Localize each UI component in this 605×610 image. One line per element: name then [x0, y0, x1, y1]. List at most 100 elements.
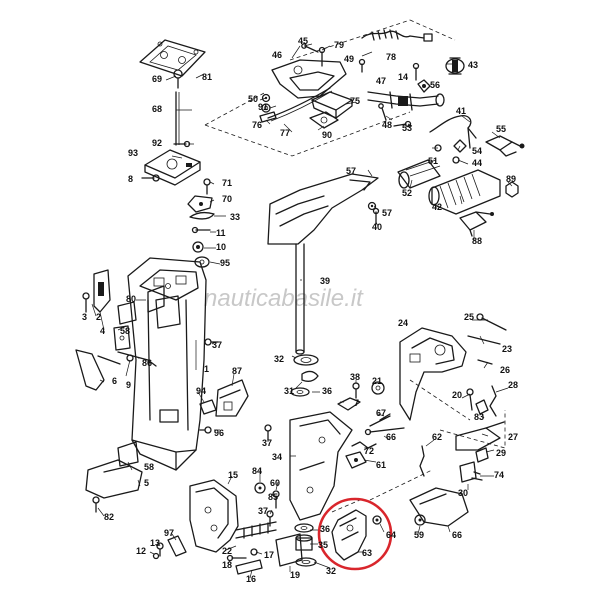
callout-23: 23: [502, 344, 512, 354]
callout-25: 25: [464, 312, 474, 322]
callout-39: 39: [320, 276, 330, 286]
part-49-screw: [358, 58, 366, 73]
watermark-text: nauticabasile.it: [204, 285, 364, 312]
callout-43: 43: [468, 60, 478, 70]
callout-89: 89: [506, 174, 516, 184]
callout-34: 34: [272, 452, 282, 462]
callout-83: 83: [474, 412, 484, 422]
part-30-clip: [459, 461, 477, 483]
part-88-kill-switch: [459, 211, 494, 237]
part-57b-screw: [367, 201, 377, 211]
part-69-screw: [173, 69, 183, 89]
part-81-cover-plate: [139, 39, 206, 77]
part-41-throttle-cable: [429, 115, 477, 149]
part-23-spring-rod: [467, 335, 501, 345]
callout-52: 52: [402, 188, 412, 198]
part-83-clip: [475, 399, 489, 415]
part-27-lever: [455, 421, 505, 451]
callout-21: 21: [372, 376, 382, 386]
part-80-shift-lever-bracket: [147, 285, 165, 313]
part-60-bolt: [272, 490, 280, 509]
callout-59: 59: [414, 530, 424, 540]
callout-62: 62: [432, 432, 442, 442]
part-72-spring: [351, 441, 377, 449]
callout-30: 30: [458, 488, 468, 498]
callout-64: 64: [386, 530, 396, 540]
part-32b-bushing: [295, 557, 317, 567]
callout-44: 44: [472, 158, 482, 168]
part-96-screw: [199, 426, 212, 434]
part-37c-screw: [266, 510, 274, 527]
callout-67: 67: [376, 408, 386, 418]
callout-95: 95: [220, 258, 230, 268]
callout-8: 8: [128, 174, 133, 184]
callout-78: 78: [386, 52, 396, 62]
part-90-fitting: [309, 111, 339, 129]
part-87-bracket: [215, 379, 249, 417]
callout-17: 17: [264, 550, 274, 560]
part-76-link: [259, 111, 277, 123]
callout-4: 4: [100, 326, 105, 336]
callout-41: 41: [456, 106, 466, 116]
callout-96: 96: [214, 428, 224, 438]
part-1-exhaust-housing: [127, 257, 207, 471]
part-14-screw: [412, 62, 420, 81]
part-36b-washer: [294, 523, 314, 533]
callout-88: 88: [472, 236, 482, 246]
part-56-spring: [417, 79, 431, 93]
callout-6: 6: [112, 376, 117, 386]
callout-37: 37: [258, 506, 268, 516]
callout-3: 3: [82, 312, 87, 322]
callout-16: 16: [246, 574, 256, 584]
callout-37: 37: [262, 438, 272, 448]
callout-53: 53: [402, 123, 412, 133]
part-45-screw: [301, 43, 319, 53]
part-89-nut: [505, 181, 519, 198]
callout-76: 76: [252, 120, 262, 130]
leader-lines: [91, 43, 513, 579]
part-38-screw: [352, 382, 360, 399]
part-25-rod: [476, 313, 507, 331]
callout-12: 12: [136, 546, 146, 556]
callout-57: 57: [382, 208, 392, 218]
dashed-leader-lower: [331, 469, 433, 513]
part-11-screw: [191, 226, 211, 234]
callout-63: 63: [362, 548, 372, 558]
part-32a-bushing: [293, 354, 319, 366]
callout-42: 42: [432, 202, 442, 212]
callout-91: 91: [258, 102, 268, 112]
part-84-screw: [254, 482, 266, 494]
callout-19: 19: [290, 570, 300, 580]
part-63-thrust-lever: [331, 509, 367, 561]
part-64-nut: [372, 515, 382, 525]
callout-82: 82: [104, 512, 114, 522]
part-67-link: [369, 413, 391, 427]
callout-45: 45: [298, 36, 308, 46]
part-53-pin: [393, 120, 412, 128]
callout-66: 66: [386, 432, 396, 442]
callout-38: 38: [350, 372, 360, 382]
part-15-clamp-bracket: [189, 479, 239, 553]
callout-15: 15: [228, 470, 238, 480]
callout-9: 9: [126, 380, 131, 390]
callout-60: 60: [270, 478, 280, 488]
highlight-circle: [317, 497, 393, 571]
callout-14: 14: [398, 72, 408, 82]
part-47-throttle-shaft: [367, 91, 445, 111]
callout-92: 92: [152, 138, 162, 148]
part-16-link: [235, 559, 263, 575]
callout-32: 32: [326, 566, 336, 576]
callout-51: 51: [428, 156, 438, 166]
callout-37: 37: [212, 340, 222, 350]
callout-79: 79: [334, 40, 344, 50]
part-22-roller: [235, 521, 277, 539]
callout-2: 2: [96, 312, 101, 322]
callout-85: 85: [268, 492, 278, 502]
part-26-pin: [477, 359, 493, 365]
part-44-nut: [452, 156, 460, 164]
part-52-grip-sleeve: [397, 159, 441, 189]
part-24-tilt-bracket: [399, 327, 467, 421]
callout-20: 20: [452, 390, 462, 400]
part-62-spring: [419, 445, 425, 477]
